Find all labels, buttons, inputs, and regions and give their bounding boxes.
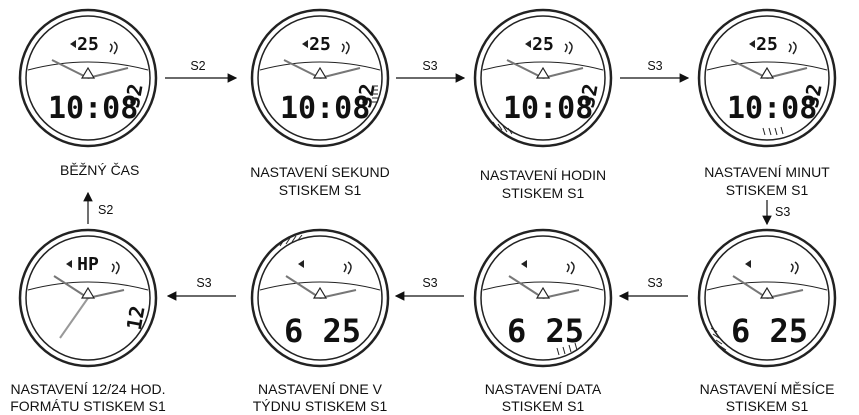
watch-date-display: 6 25 bbox=[284, 312, 361, 350]
watch-w3: 25 10:08 32 bbox=[473, 8, 613, 148]
watch-w5: 6 25 bbox=[697, 228, 837, 368]
caption-w4-line1: NASTAVENÍ MINUT bbox=[704, 164, 830, 180]
watch-time-s: 32 bbox=[352, 82, 380, 110]
watch-time-hm: 10:08 bbox=[48, 91, 138, 126]
caption-w7-line2: TÝDNU STISKEM S1 bbox=[253, 398, 388, 414]
watch-date-display: 6 25 bbox=[731, 312, 808, 350]
arrow-label-w3-w4: S3 bbox=[647, 59, 662, 73]
watch-top-display: 25 bbox=[309, 34, 331, 55]
caption-w5-line1: NASTAVENÍ MĚSÍCE bbox=[700, 381, 835, 397]
watch-w7: 6 25 bbox=[250, 228, 390, 368]
watch-time-hm: 10:08 bbox=[727, 91, 817, 126]
watch-w6: 6 25 bbox=[473, 228, 613, 368]
arrow-label-w8-w1: S2 bbox=[98, 203, 113, 217]
date-blink-marks bbox=[556, 342, 578, 356]
caption-w7-line1: NASTAVENÍ DNE V bbox=[258, 381, 383, 397]
seconds-blink-marks bbox=[372, 85, 378, 103]
watch-time-s: 32 bbox=[575, 82, 603, 110]
hours-blink-marks bbox=[492, 121, 513, 135]
watch-time-s: 32 bbox=[799, 82, 827, 110]
watch-top-display: 25 bbox=[756, 34, 778, 55]
watch-w8: HP 12 bbox=[18, 228, 158, 368]
arrow-label-w4-w5: S3 bbox=[775, 205, 790, 219]
caption-w6-line2: STISKEM S1 bbox=[502, 398, 585, 414]
watch-date-display: 6 25 bbox=[507, 312, 584, 350]
arrow-label-w5-w6: S3 bbox=[647, 276, 662, 290]
caption-w1-line1: BĚŽNÝ ČAS bbox=[60, 162, 139, 178]
caption-w2-line2: STISKEM S1 bbox=[279, 182, 362, 198]
watch-w2: 25 10:08 32 bbox=[250, 8, 390, 148]
caption-w3-line2: STISKEM S1 bbox=[502, 185, 585, 201]
minutes-blink-marks bbox=[762, 126, 784, 136]
watch-side-display: 12 bbox=[122, 304, 150, 332]
arrow-label-w6-w7: S3 bbox=[422, 276, 437, 290]
watch-top-display: 25 bbox=[77, 34, 99, 55]
watch-top-display: 25 bbox=[532, 34, 554, 55]
caption-w8-line1: NASTAVENÍ 12/24 HOD. bbox=[10, 381, 165, 397]
arrow-label-w1-w2: S2 bbox=[190, 59, 205, 73]
month-blink-marks bbox=[710, 327, 727, 351]
watch-time-s: 32 bbox=[120, 82, 148, 110]
caption-w2-line1: NASTAVENÍ SEKUND bbox=[250, 164, 390, 180]
caption-w8-line2: FORMÁTU STISKEM S1 bbox=[10, 398, 166, 414]
watch-time-hm: 10:08 bbox=[280, 91, 370, 126]
watch-top-display: HP bbox=[77, 254, 99, 275]
caption-w3-line1: NASTAVENÍ HODIN bbox=[480, 167, 606, 183]
watch-w4: 25 10:08 32 bbox=[697, 8, 837, 148]
weekday-blink-marks bbox=[279, 234, 303, 247]
arrow-label-w2-w3: S3 bbox=[422, 59, 437, 73]
caption-w6-line1: NASTAVENÍ DATA bbox=[485, 381, 602, 397]
caption-w4-line2: STISKEM S1 bbox=[726, 182, 809, 198]
watch-w1: 25 10:08 32 bbox=[18, 8, 158, 148]
watch-time-hm: 10:08 bbox=[503, 91, 593, 126]
arrow-label-w7-w8: S3 bbox=[196, 276, 211, 290]
caption-w5-line2: STISKEM S1 bbox=[726, 398, 809, 414]
